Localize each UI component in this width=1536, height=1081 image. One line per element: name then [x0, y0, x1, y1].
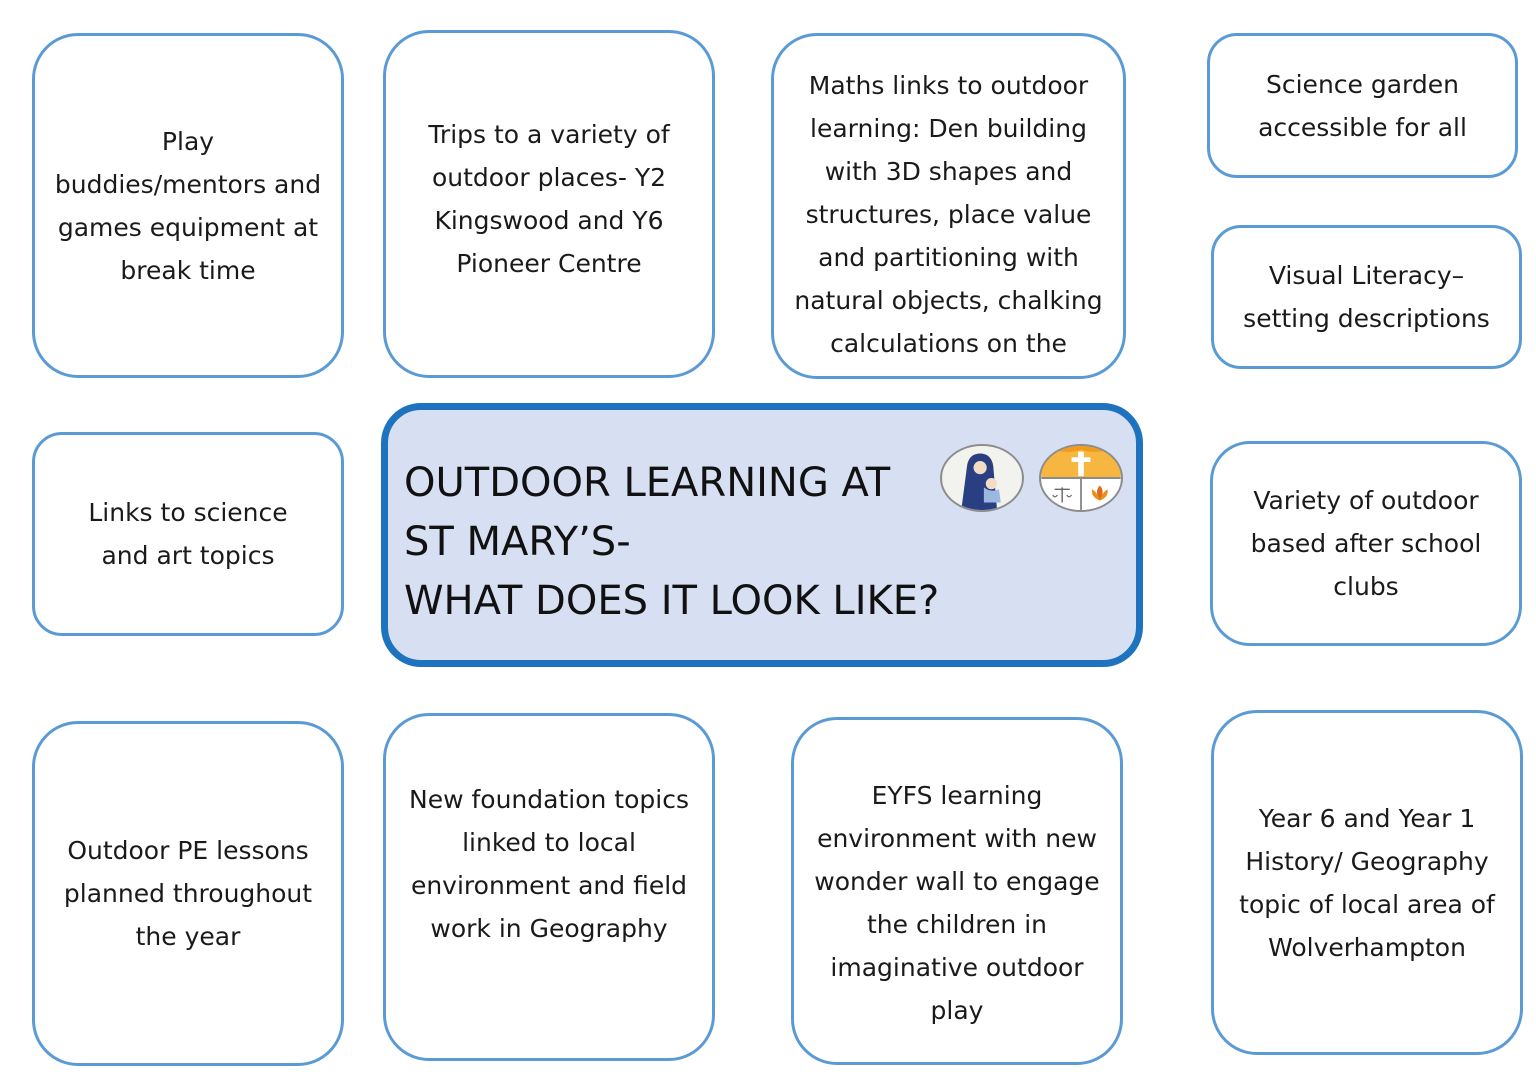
- card-maths: Maths links to outdoor learning: Den bui…: [771, 33, 1126, 379]
- card-links-science-art-text: Links to science and art topics: [88, 498, 288, 570]
- card-play-buddies: Play buddies/mentors and games equipment…: [32, 33, 344, 378]
- madonna-logo-image: [942, 446, 1022, 510]
- card-eyfs-text: EYFS learning environment with new wonde…: [814, 781, 1100, 1025]
- card-foundation-topics: New foundation topics linked to local en…: [383, 713, 715, 1061]
- card-foundation-topics-text: New foundation topics linked to local en…: [409, 785, 689, 943]
- school-crest-image: [1041, 446, 1121, 510]
- card-visual-literacy-text: Visual Literacy– setting descriptions: [1243, 261, 1490, 333]
- card-maths-text: Maths links to outdoor learning: Den bui…: [794, 71, 1103, 358]
- card-history-geography: Year 6 and Year 1 History/ Geography top…: [1211, 710, 1523, 1055]
- centre-title-line-2: ST MARY’S-: [404, 519, 631, 565]
- card-outdoor-pe-text: Outdoor PE lessons planned throughout th…: [63, 836, 313, 951]
- madonna-logo: [940, 444, 1024, 512]
- card-science-garden: Science garden accessible for all: [1207, 33, 1518, 178]
- card-history-geography-text: Year 6 and Year 1 History/ Geography top…: [1239, 803, 1495, 962]
- card-trips: Trips to a variety of outdoor places- Y2…: [383, 30, 715, 378]
- centre-title: OUTDOOR LEARNING AT ST MARY’S- WHAT DOES…: [404, 454, 939, 631]
- card-outdoor-pe: Outdoor PE lessons planned throughout th…: [32, 721, 344, 1066]
- card-visual-literacy: Visual Literacy– setting descriptions: [1211, 225, 1522, 369]
- card-eyfs: EYFS learning environment with new wonde…: [791, 717, 1123, 1065]
- card-links-science-art: Links to science and art topics: [32, 432, 344, 636]
- card-after-school: Variety of outdoor based after school cl…: [1210, 441, 1522, 646]
- card-trips-text: Trips to a variety of outdoor places- Y2…: [428, 120, 670, 278]
- centre-title-line-1: OUTDOOR LEARNING AT: [404, 460, 891, 506]
- centre-title-box: OUTDOOR LEARNING AT ST MARY’S- WHAT DOES…: [381, 403, 1143, 667]
- card-after-school-text: Variety of outdoor based after school cl…: [1250, 486, 1482, 601]
- card-science-garden-text: Science garden accessible for all: [1258, 69, 1467, 142]
- card-play-buddies-text: Play buddies/mentors and games equipment…: [54, 126, 322, 285]
- school-crest-logo: [1039, 444, 1123, 512]
- centre-title-line-3: WHAT DOES IT LOOK LIKE?: [404, 578, 940, 624]
